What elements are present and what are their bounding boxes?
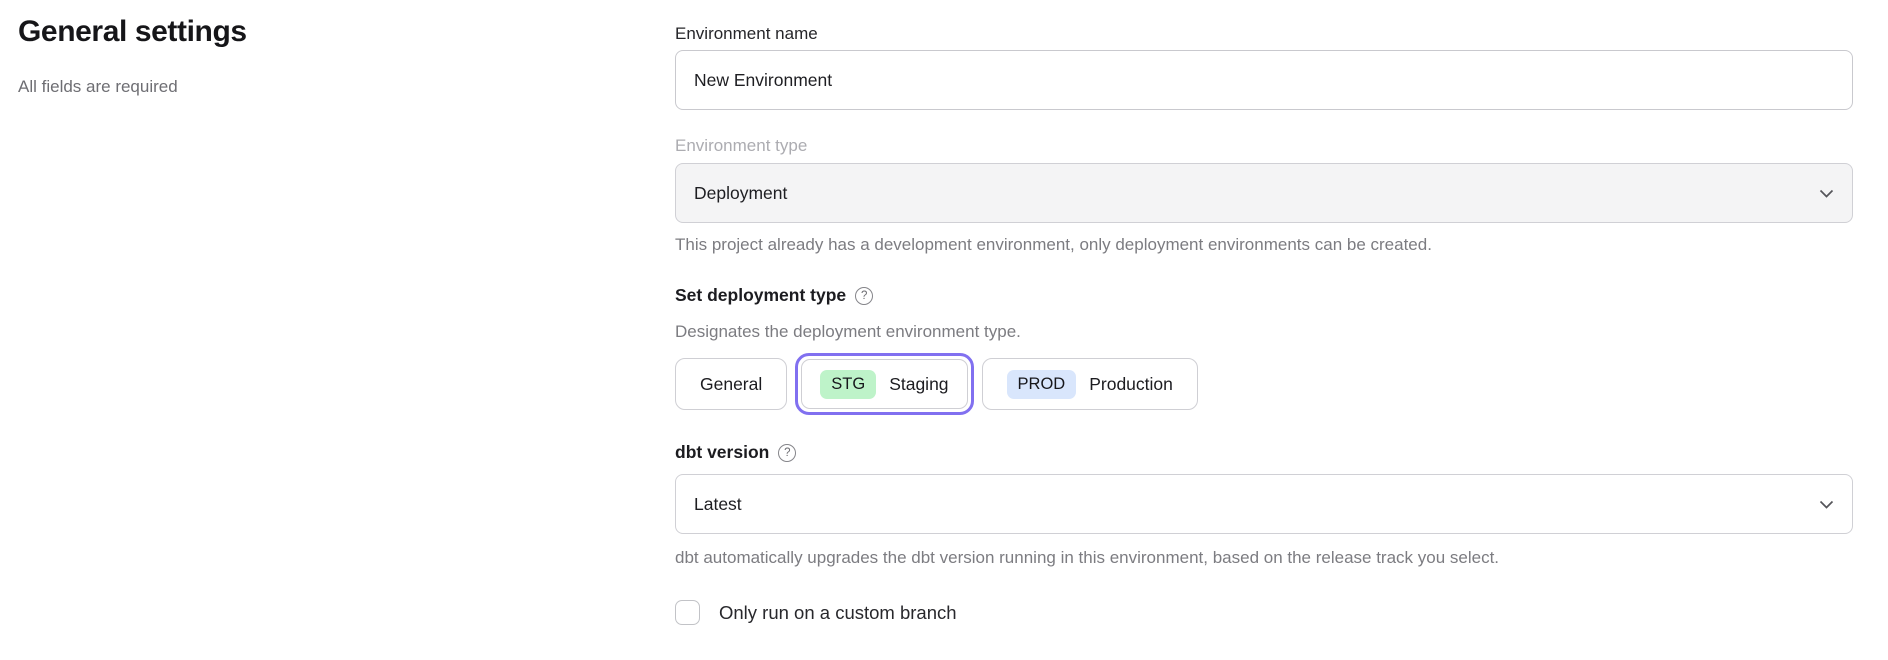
environment-type-helper: This project already has a development e… xyxy=(675,235,1432,254)
deployment-type-production-label: Production xyxy=(1089,373,1173,394)
environment-type-value: Deployment xyxy=(694,182,788,203)
custom-branch-checkbox[interactable] xyxy=(675,600,700,625)
help-icon[interactable]: ? xyxy=(778,443,797,462)
environment-name-input[interactable] xyxy=(675,50,1853,110)
staging-badge: STG xyxy=(820,369,877,399)
environment-type-select[interactable]: Deployment xyxy=(675,163,1853,223)
deployment-type-general-button[interactable]: General xyxy=(675,358,788,410)
dbt-version-value: Latest xyxy=(694,493,742,514)
environment-form: Environment name Environment type Deploy… xyxy=(675,0,1853,660)
deployment-type-staging-label: Staging xyxy=(889,373,949,394)
dbt-version-section: dbt version ? xyxy=(675,442,797,463)
environment-type-label: Environment type xyxy=(675,136,808,155)
production-badge: PROD xyxy=(1006,369,1077,399)
deployment-type-staging-button[interactable]: STG Staging xyxy=(801,359,968,409)
deployment-type-helper: Designates the deployment environment ty… xyxy=(675,322,1021,341)
page-title: General settings xyxy=(18,15,247,48)
deployment-type-production-button[interactable]: PROD Production xyxy=(981,358,1198,410)
deployment-type-section: Set deployment type ? xyxy=(675,285,874,306)
dbt-version-label: dbt version xyxy=(675,442,770,462)
environment-name-label: Environment name xyxy=(675,24,818,43)
deployment-type-label: Set deployment type xyxy=(675,285,847,305)
help-icon[interactable]: ? xyxy=(855,286,874,305)
custom-branch-label: Only run on a custom branch xyxy=(719,601,957,623)
deployment-type-options: General STG Staging PROD Production xyxy=(675,353,1198,415)
custom-branch-row: Only run on a custom branch xyxy=(675,600,957,625)
chevron-down-icon xyxy=(1819,500,1834,509)
page-subtitle: All fields are required xyxy=(18,77,178,96)
dbt-version-helper: dbt automatically upgrades the dbt versi… xyxy=(675,548,1500,567)
deployment-type-general-label: General xyxy=(700,373,763,394)
chevron-down-icon xyxy=(1819,189,1834,198)
dbt-version-select[interactable]: Latest xyxy=(675,474,1853,534)
selected-option-ring: STG Staging xyxy=(795,353,974,415)
